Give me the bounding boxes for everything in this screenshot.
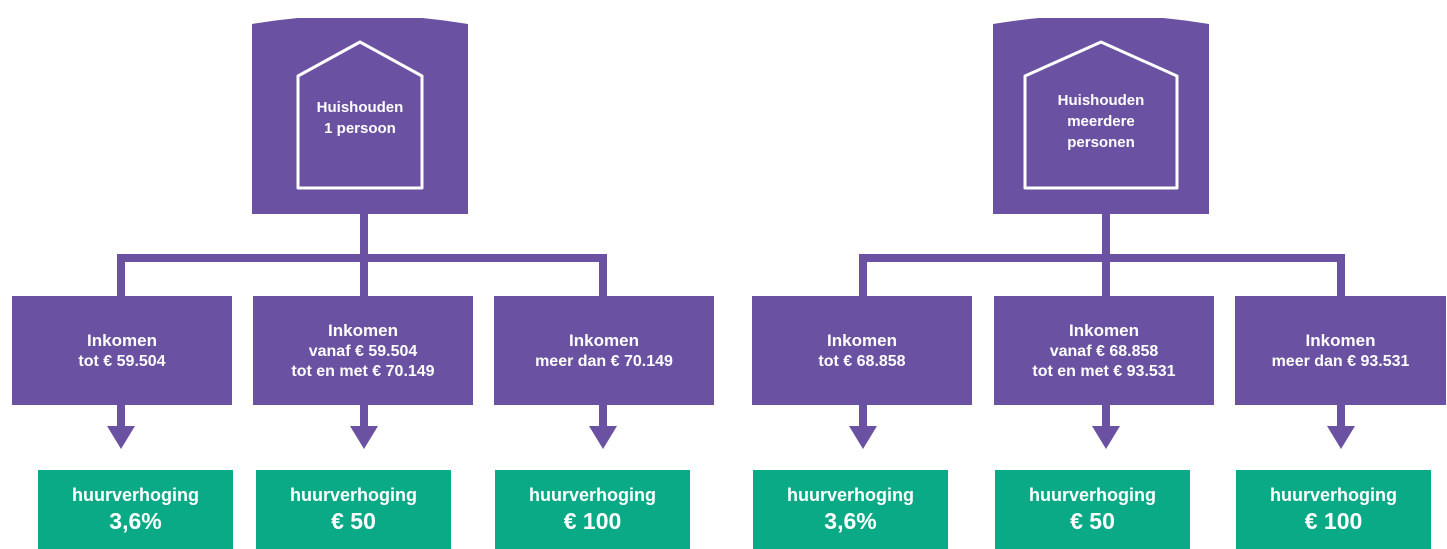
rent-increase-label: huurverhoging: [290, 485, 417, 505]
rent-increase-value: 3,6%: [824, 508, 877, 534]
income-box: Inkomen vanaf € 68.858 tot en met € 93.5…: [994, 296, 1214, 405]
rent-increase-box: huurverhoging 3,6%: [38, 470, 233, 549]
rent-increase-box: huurverhoging € 50: [995, 470, 1190, 549]
arrow-down-icon: [107, 426, 135, 449]
rent-increase-value: 3,6%: [109, 508, 162, 534]
income-title: Inkomen: [1069, 320, 1139, 340]
arrow-down-icon: [1327, 426, 1355, 449]
income-box: Inkomen vanaf € 59.504 tot en met € 70.1…: [253, 296, 473, 405]
household-label-line: 1 persoon: [324, 120, 396, 137]
income-range: vanaf € 59.504: [308, 342, 418, 360]
house-icon: [252, 18, 468, 214]
household-label: Huishouden 1 persoon: [310, 97, 410, 139]
income-box: Inkomen meer dan € 70.149: [494, 296, 714, 405]
rent-increase-label: huurverhoging: [529, 485, 656, 505]
rent-increase-label: huurverhoging: [787, 485, 914, 505]
household-label-line: Huishouden: [1057, 92, 1145, 109]
rent-increase-box: huurverhoging € 50: [256, 470, 451, 549]
rent-increase-box: huurverhoging 3,6%: [753, 470, 948, 549]
income-range: tot en met € 70.149: [291, 362, 435, 380]
rent-increase-box: huurverhoging € 100: [495, 470, 690, 549]
income-box: Inkomen tot € 68.858: [752, 296, 972, 405]
rent-increase-label: huurverhoging: [1029, 485, 1156, 505]
rent-increase-label: huurverhoging: [1270, 485, 1397, 505]
household-label-line: meerdere: [1067, 113, 1135, 130]
arrow-down-icon: [350, 426, 378, 449]
income-title: Inkomen: [827, 330, 897, 350]
rent-increase-value: € 50: [1070, 508, 1115, 534]
rent-increase-value: € 50: [331, 508, 376, 534]
household-multiple-house: Huishouden meerdere personen: [993, 18, 1209, 214]
arrow-down-icon: [589, 426, 617, 449]
income-title: Inkomen: [87, 330, 157, 350]
arrow-down-icon: [1092, 426, 1120, 449]
arrow-down-icon: [849, 426, 877, 449]
household-single-house: Huishouden 1 persoon: [252, 18, 468, 214]
rent-increase-label: huurverhoging: [72, 485, 199, 505]
income-title: Inkomen: [328, 320, 398, 340]
household-label: Huishouden meerdere personen: [1051, 90, 1151, 153]
income-title: Inkomen: [1305, 330, 1376, 350]
income-range: tot € 68.858: [818, 352, 906, 370]
house-icon: [993, 18, 1209, 214]
rent-increase-box: huurverhoging € 100: [1236, 470, 1431, 549]
income-title: Inkomen: [569, 330, 639, 350]
household-label-line: personen: [1067, 134, 1135, 151]
rent-increase-value: € 100: [563, 508, 622, 534]
income-box: Inkomen tot € 59.504: [12, 296, 232, 405]
income-range: meer dan € 93.531: [1271, 352, 1410, 370]
income-range: meer dan € 70.149: [535, 352, 673, 370]
income-range: tot € 59.504: [78, 352, 166, 370]
household-label-line: Huishouden: [316, 99, 404, 116]
income-box: Inkomen meer dan € 93.531: [1235, 296, 1446, 405]
rent-increase-value: € 100: [1304, 508, 1363, 534]
income-range: tot en met € 93.531: [1032, 362, 1176, 380]
income-range: vanaf € 68.858: [1049, 342, 1159, 360]
